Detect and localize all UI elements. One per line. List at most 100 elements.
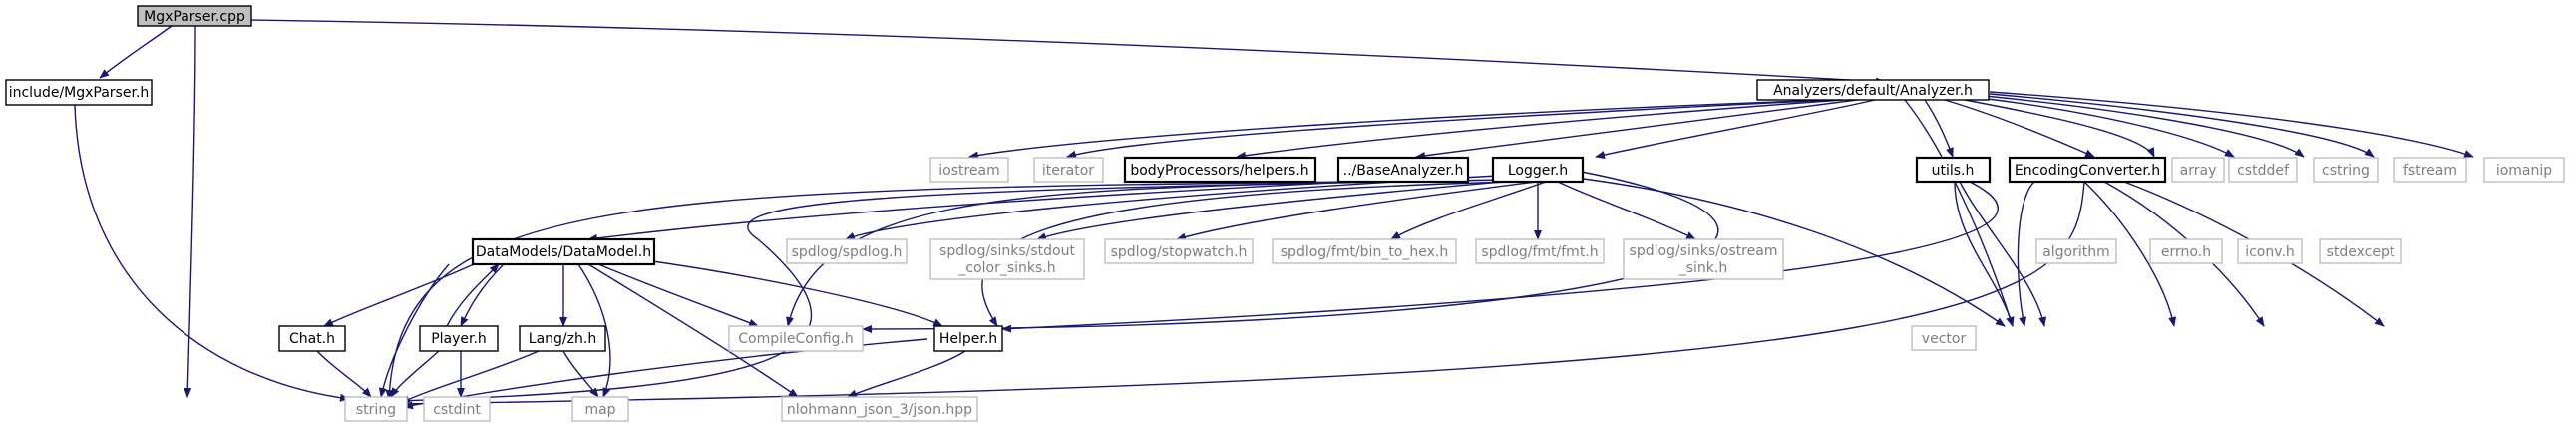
node-errno-h[interactable]: errno.h xyxy=(2149,238,2223,264)
node-vector[interactable]: vector xyxy=(1911,325,1977,351)
edge-logger-to-helper xyxy=(981,181,1517,327)
node-label: map xyxy=(584,402,615,418)
node-encoding-converter-h[interactable]: EncodingConverter.h xyxy=(2008,156,2167,184)
edge-datamodel-to-json xyxy=(587,263,799,398)
node-helper-h[interactable]: Helper.h xyxy=(933,325,1003,352)
edge-logger-to-ostream-sink xyxy=(1557,181,1696,240)
node-label: iomanip xyxy=(2496,163,2552,179)
node-fmt-h[interactable]: spdlog/fmt/fmt.h xyxy=(1475,238,1605,264)
edge-mgxparser-to-include-mgxparser xyxy=(99,25,173,79)
edge-baseanalyzer-to-string xyxy=(385,181,1357,400)
edges xyxy=(74,19,2474,410)
node-algorithm[interactable]: algorithm xyxy=(2035,238,2117,264)
edge-include-mgxparser-to-string xyxy=(74,104,350,402)
node-ostream-sink-h[interactable]: spdlog/sinks/ostream _sink.h xyxy=(1623,238,1784,280)
edge-utils-to-algorithm xyxy=(1959,181,2047,327)
node-label: MgxParser.cpp xyxy=(144,9,245,25)
node-label: Analyzers/default/Analyzer.h xyxy=(1773,83,1973,99)
node-iostream[interactable]: iostream xyxy=(929,157,1009,183)
edge-analyzer-to-fstream xyxy=(1989,93,2375,158)
edge-analyzer-to-cstddef xyxy=(1979,97,2235,158)
edge-analyzer-to-baseanalyzer xyxy=(1415,99,1858,160)
node-label: iterator xyxy=(1042,163,1094,179)
node-label: bodyProcessors/helpers.h xyxy=(1130,163,1308,179)
edge-datamodel-to-compileconfig xyxy=(597,263,759,327)
node-iterator[interactable]: iterator xyxy=(1033,157,1104,183)
node-label: spdlog/stopwatch.h xyxy=(1111,244,1248,260)
edge-datamodel-to-string xyxy=(378,263,450,398)
node-stopwatch-h[interactable]: spdlog/stopwatch.h xyxy=(1104,238,1254,264)
node-stdexcept[interactable]: stdexcept xyxy=(2319,238,2402,264)
node-iconv-h[interactable]: iconv.h xyxy=(2237,238,2303,264)
node-label: array xyxy=(2180,163,2217,179)
node-label-line-2: _color_sinks.h xyxy=(957,260,1055,276)
node-iomanip[interactable]: iomanip xyxy=(2483,157,2565,183)
node-label: algorithm xyxy=(2042,244,2110,260)
edge-analyzer-to-cstring xyxy=(1984,95,2305,158)
edge-logger-to-stopwatch xyxy=(1176,181,1537,241)
node-utils-h[interactable]: utils.h xyxy=(1915,156,1992,184)
node-label: Player.h xyxy=(431,331,487,347)
node-compileconfig-h[interactable]: CompileConfig.h xyxy=(728,325,864,352)
edge-datamodel-to-player xyxy=(460,263,505,327)
edge-mgxparser-to-string xyxy=(184,25,196,398)
edge-analyzer-to-bodyprocessors xyxy=(1236,99,1844,160)
node-include-mgxparser-h[interactable]: include/MgxParser.h xyxy=(5,79,153,106)
edge-logger-to-spdlog xyxy=(845,174,1517,240)
edge-analyzer-to-vector xyxy=(1904,99,2015,327)
edge-utils-to-vector xyxy=(1954,181,2015,327)
edge-datamodel-to-chat xyxy=(323,263,475,327)
edge-baseanalyzer-to-datamodel xyxy=(587,181,1352,242)
node-string[interactable]: string xyxy=(344,396,408,422)
node-label-line-1: spdlog/sinks/ostream xyxy=(1630,243,1778,259)
node-label: nlohmann_json_3/json.hpp xyxy=(787,402,972,418)
node-label: Logger.h xyxy=(1508,163,1568,179)
node-base-analyzer-h[interactable]: ../BaseAnalyzer.h xyxy=(1336,156,1470,184)
node-bodyprocessors-helpers-h[interactable]: bodyProcessors/helpers.h xyxy=(1123,156,1317,184)
node-datamodel-h[interactable]: DataModels/DataModel.h xyxy=(471,237,656,266)
node-array-box[interactable]: array xyxy=(2171,157,2225,183)
node-cstdint[interactable]: cstdint xyxy=(423,396,491,422)
edge-analyzer-to-logger xyxy=(1595,99,1876,159)
node-mgxparser-cpp[interactable]: MgxParser.cpp xyxy=(137,5,252,27)
edge-analyzer-to-array xyxy=(1964,99,2155,158)
node-logger-h[interactable]: Logger.h xyxy=(1491,156,1585,184)
node-analyzer-h[interactable]: Analyzers/default/Analyzer.h xyxy=(1756,79,1990,101)
edge-analyzer-to-iterator xyxy=(1066,99,1833,159)
node-label: include/MgxParser.h xyxy=(9,85,150,101)
edge-lang-zh-to-string xyxy=(400,350,540,404)
node-stdout-color-sinks-h[interactable]: spdlog/sinks/stdout _color_sinks.h xyxy=(929,238,1085,280)
node-label: iconv.h xyxy=(2245,244,2295,260)
edge-player-to-datamodel xyxy=(446,263,500,327)
edge-logger-to-vector xyxy=(1575,177,2006,327)
node-cstring[interactable]: cstring xyxy=(2313,157,2379,183)
edge-analyzer-to-iostream xyxy=(968,99,1831,160)
node-bin-to-hex-h[interactable]: spdlog/fmt/bin_to_hex.h xyxy=(1272,238,1457,264)
node-map[interactable]: map xyxy=(571,396,629,422)
edge-encodingconverter-to-string xyxy=(398,181,2085,408)
node-chat-h[interactable]: Chat.h xyxy=(278,325,346,352)
node-json-hpp[interactable]: nlohmann_json_3/json.hpp xyxy=(781,396,978,422)
edge-encodingconverter-to-vector xyxy=(2017,181,2035,327)
node-label: spdlog/fmt/fmt.h xyxy=(1481,244,1598,260)
edge-analyzer-to-iomanip xyxy=(1989,91,2474,158)
edge-mgxparser-to-analyzer xyxy=(250,19,1886,86)
edge-datamodel-to-helper xyxy=(637,258,943,327)
node-label: ../BaseAnalyzer.h xyxy=(1343,163,1464,179)
edge-logger-to-bin-to-hex xyxy=(1390,181,1547,240)
node-spdlog-h[interactable]: spdlog/spdlog.h xyxy=(786,238,908,264)
node-label: vector xyxy=(1922,331,1967,347)
node-label-line-1: spdlog/sinks/stdout xyxy=(939,243,1075,259)
node-lang-zh-h[interactable]: Lang/zh.h xyxy=(519,325,606,352)
nodes: MgxParser.cpp include/MgxParser.h Analyz… xyxy=(5,5,2565,422)
node-label-line-2: _sink.h xyxy=(1678,260,1728,276)
node-cstddef[interactable]: cstddef xyxy=(2228,157,2298,183)
edge-datamodel-to-map xyxy=(577,263,611,398)
edge-encodingconverter-to-errno xyxy=(2083,181,2177,327)
node-label: Lang/zh.h xyxy=(529,331,596,347)
node-fstream[interactable]: fstream xyxy=(2393,157,2467,183)
node-player-h[interactable]: Player.h xyxy=(419,325,499,352)
node-label: cstddef xyxy=(2237,163,2290,179)
node-label: EncodingConverter.h xyxy=(2015,163,2160,179)
